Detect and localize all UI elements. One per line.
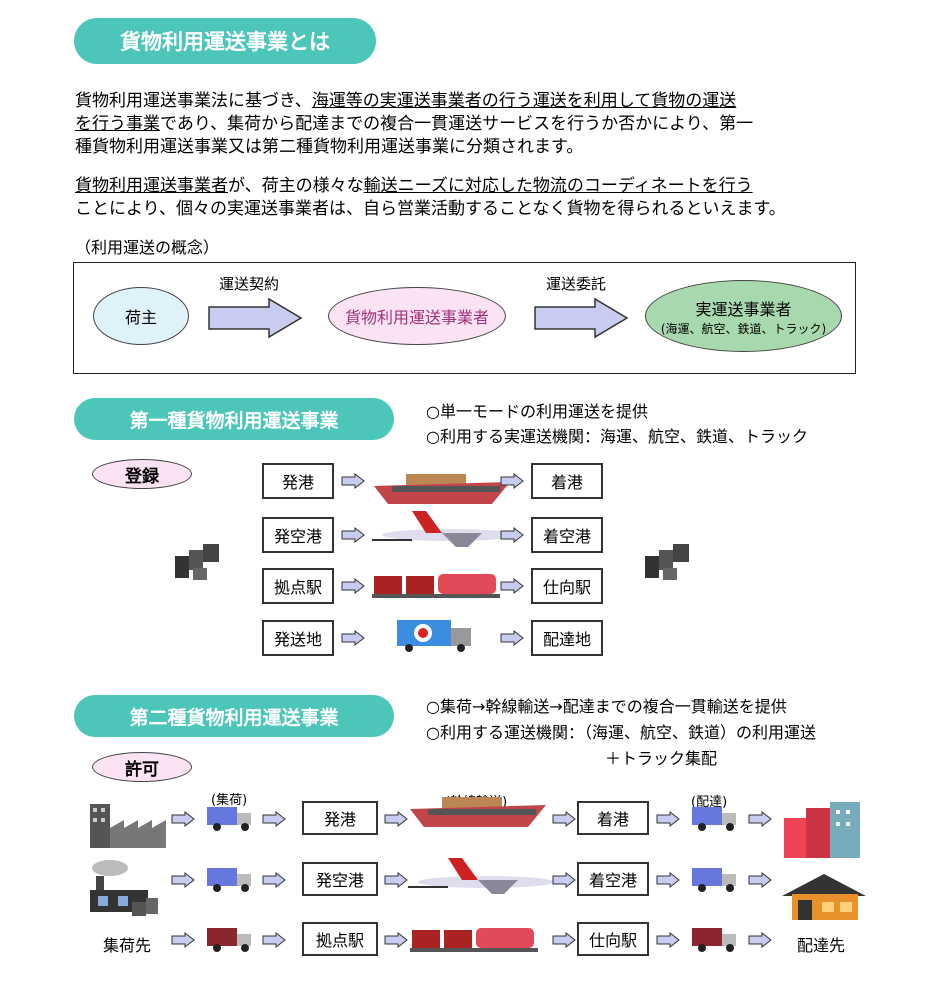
destination-label: 配達先 — [797, 936, 846, 955]
ship-icon — [410, 797, 546, 827]
freight-train-icon — [372, 574, 500, 598]
flow-arrow-icon — [748, 872, 772, 888]
type1-origin-box: 発送地 — [262, 620, 334, 656]
delivery-truck-icon — [207, 807, 251, 831]
flow-arrow-icon — [341, 527, 365, 543]
flow-arrow-icon — [384, 932, 408, 948]
intro-paragraph-1: 貨物利用運送事業法に基づき、海運等の実運送事業者の行う運送を利用して貨物の運送 … — [75, 90, 753, 159]
type1-dest-box: 着空港 — [531, 517, 603, 553]
type1-dest-box: 配達地 — [531, 620, 603, 656]
origin-label: 集荷先 — [103, 936, 152, 955]
intro-underlined-text: 貨物利用運送事業者 — [75, 176, 228, 196]
airplane-icon — [408, 858, 554, 894]
type2-title: 第二種貨物利用運送事業 — [74, 695, 394, 737]
page-title: 貨物利用運送事業とは — [74, 18, 376, 64]
delivery-truck-icon — [207, 868, 251, 892]
type2-note-1: ○集荷→幹線輸送→配達までの複合一貫輸送を提供 — [426, 697, 787, 716]
flow-arrow-icon — [748, 811, 772, 827]
type2-origin-box: 発空港 — [302, 862, 378, 896]
pickup-label: (集荷) — [211, 793, 248, 808]
delivery-label: (配達) — [691, 795, 728, 810]
flow-arrow-icon — [384, 872, 408, 888]
flow-arrow-icon — [262, 932, 286, 948]
intro-text: であり、集荷から配達までの複合一貫運送サービスを行うか否かにより、第一 — [160, 114, 754, 134]
contract-arrow-icon — [208, 297, 303, 339]
type2-dest-box: 着港 — [577, 801, 649, 835]
airplane-icon — [372, 511, 518, 547]
type1-origin-box: 発空港 — [262, 517, 334, 553]
carrier-label: 実運送事業者 — [695, 299, 792, 319]
delivery-truck-icon — [692, 928, 736, 952]
intro-underlined-text: を行う事業 — [75, 114, 160, 134]
type2-origin-box: 拠点駅 — [302, 922, 378, 956]
house-delivery-icon — [782, 874, 866, 920]
flow-arrow-icon — [384, 811, 408, 827]
concept-caption: （利用運送の概念） — [75, 238, 220, 257]
registration-label: 登録 — [125, 466, 159, 487]
type1-note-1: ○単一モードの利用運送を提供 — [426, 402, 648, 421]
buildings-icon — [784, 802, 860, 858]
intro-underlined-text: 輸送ニーズに対応した物流のコーディネートを行う — [363, 176, 753, 196]
flow-arrow-icon — [341, 473, 365, 489]
type2-note-2: ○利用する運送機関：（海運、航空、鉄道）の利用運送 — [426, 723, 816, 742]
intro-text: 貨物利用運送事業法に基づき、 — [75, 91, 312, 111]
intro-text: 種貨物利用運送事業又は第二種貨物利用運送事業に分類されます。 — [75, 137, 584, 157]
type1-badge: 登録 — [92, 459, 192, 489]
flow-arrow-icon — [171, 932, 195, 948]
flow-arrow-icon — [552, 872, 576, 888]
type1-origin-box: 発港 — [262, 463, 334, 499]
flow-arrow-icon — [341, 578, 365, 594]
forwarder-label: 貨物利用運送事業者 — [344, 308, 489, 327]
intro-text: が、荷主の様々な — [228, 176, 364, 196]
flow-arrow-icon — [552, 932, 576, 948]
type2-badge: 許可 — [92, 752, 192, 782]
flow-arrow-icon — [656, 932, 680, 948]
flow-arrow-icon — [500, 630, 524, 646]
license-label: 許可 — [125, 759, 159, 780]
delivery-truck-icon — [692, 807, 736, 831]
factory-icon — [90, 804, 166, 848]
shipper-oval: 荷主 — [93, 287, 189, 345]
intro-paragraph-2: 貨物利用運送事業者が、荷主の様々な輸送ニーズに対応した物流のコーディネートを行う… — [75, 175, 786, 221]
flow-arrow-icon — [171, 811, 195, 827]
type1-title: 第一種貨物利用運送事業 — [74, 398, 394, 440]
forwarder-oval: 貨物利用運送事業者 — [328, 287, 506, 345]
flow-arrow-icon — [171, 872, 195, 888]
freight-train-icon — [410, 928, 538, 952]
consign-label: 運送委託 — [546, 275, 607, 293]
contract-label: 運送契約 — [219, 275, 280, 293]
carrier-oval: 実運送事業者 (海運、航空、鉄道、トラック) — [645, 280, 842, 352]
type1-dest-box: 仕向駅 — [531, 568, 603, 604]
flow-arrow-icon — [748, 932, 772, 948]
type2-origin-box: 発港 — [302, 801, 378, 835]
carrier-sublabel: (海運、航空、鉄道、トラック) — [660, 321, 827, 336]
type1-origin-box: 拠点駅 — [262, 568, 334, 604]
type2-dest-box: 着空港 — [577, 862, 649, 896]
flow-arrow-icon — [656, 872, 680, 888]
flow-arrow-icon — [656, 811, 680, 827]
flow-arrow-icon — [341, 630, 365, 646]
warehouse-icon — [90, 860, 158, 916]
intro-underlined-text: 海運等の実運送事業者の行う運送を利用して貨物の運送 — [311, 91, 737, 111]
type1-dest-box: 着港 — [531, 463, 603, 499]
shipper-label: 荷主 — [124, 308, 157, 327]
flow-arrow-icon — [500, 527, 524, 543]
delivery-truck-icon — [207, 928, 251, 952]
truck-icon — [397, 620, 471, 652]
cargo-boxes-icon — [175, 544, 219, 580]
cargo-boxes-icon — [645, 544, 689, 580]
flow-arrow-icon — [262, 811, 286, 827]
delivery-truck-icon — [692, 868, 736, 892]
type2-note-3: ＋トラック集配 — [605, 749, 718, 768]
flow-arrow-icon — [500, 578, 524, 594]
concept-diagram — [73, 262, 856, 374]
ship-icon — [374, 474, 510, 504]
type1-note-2: ○利用する実運送機関：海運、航空、鉄道、トラック — [426, 427, 808, 446]
type2-dest-box: 仕向駅 — [577, 922, 649, 956]
intro-text: ことにより、個々の実運送事業者は、自ら営業活動することなく貨物を得られるといえま… — [75, 199, 786, 219]
flow-arrow-icon — [500, 473, 524, 489]
flow-arrow-icon — [262, 872, 286, 888]
consign-arrow-icon — [534, 297, 629, 339]
flow-arrow-icon — [552, 811, 576, 827]
